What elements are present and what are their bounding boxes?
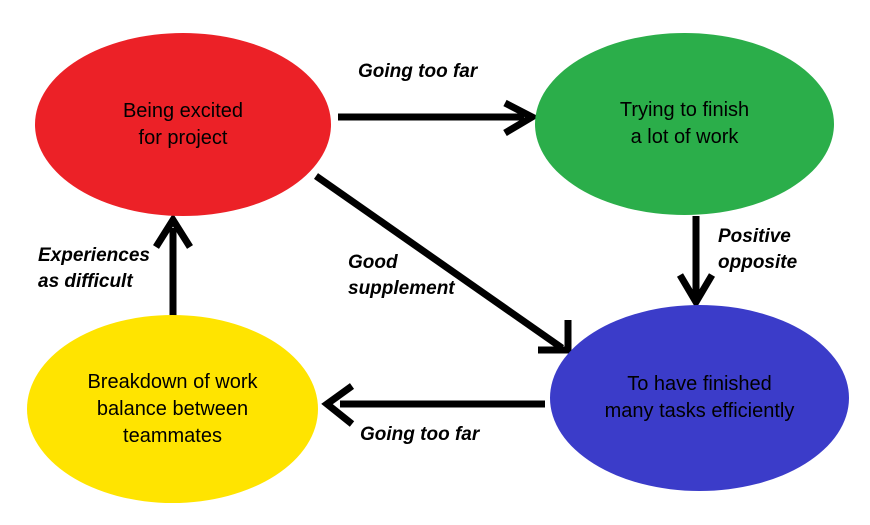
node-trying-to-finish-a-lot-of-work[interactable]: Trying to finish a lot of work xyxy=(535,33,834,215)
edge-label-red-to-blue: Good supplement xyxy=(348,252,455,299)
edge-line xyxy=(313,173,565,351)
arrowhead xyxy=(538,320,572,354)
edge-label-green-to-blue: Positive opposite xyxy=(718,226,798,273)
edge-green-to-blue xyxy=(676,216,716,309)
node-being-excited-for-project[interactable]: Being excited for project xyxy=(35,33,331,216)
edge-label-yellow-to-red: Experiences as difficult xyxy=(38,245,150,292)
node-breakdown-of-work-balance-between-teammates[interactable]: Breakdown of work balance between teamma… xyxy=(27,315,318,503)
edge-red-to-blue xyxy=(313,173,572,354)
arrowhead xyxy=(153,213,193,249)
node-to-have-finished-many-tasks-efficiently[interactable]: To have finished many tasks efficiently xyxy=(550,305,849,491)
arrowhead xyxy=(676,273,716,309)
arrowhead xyxy=(503,99,540,137)
edge-blue-to-yellow xyxy=(321,383,545,427)
edge-label-red-to-green: Going too far xyxy=(358,61,478,82)
edge-red-to-green xyxy=(338,99,540,137)
edge-yellow-to-red xyxy=(153,213,193,320)
arrowhead xyxy=(321,383,355,427)
edge-label-blue-to-yellow: Going too far xyxy=(360,424,480,445)
